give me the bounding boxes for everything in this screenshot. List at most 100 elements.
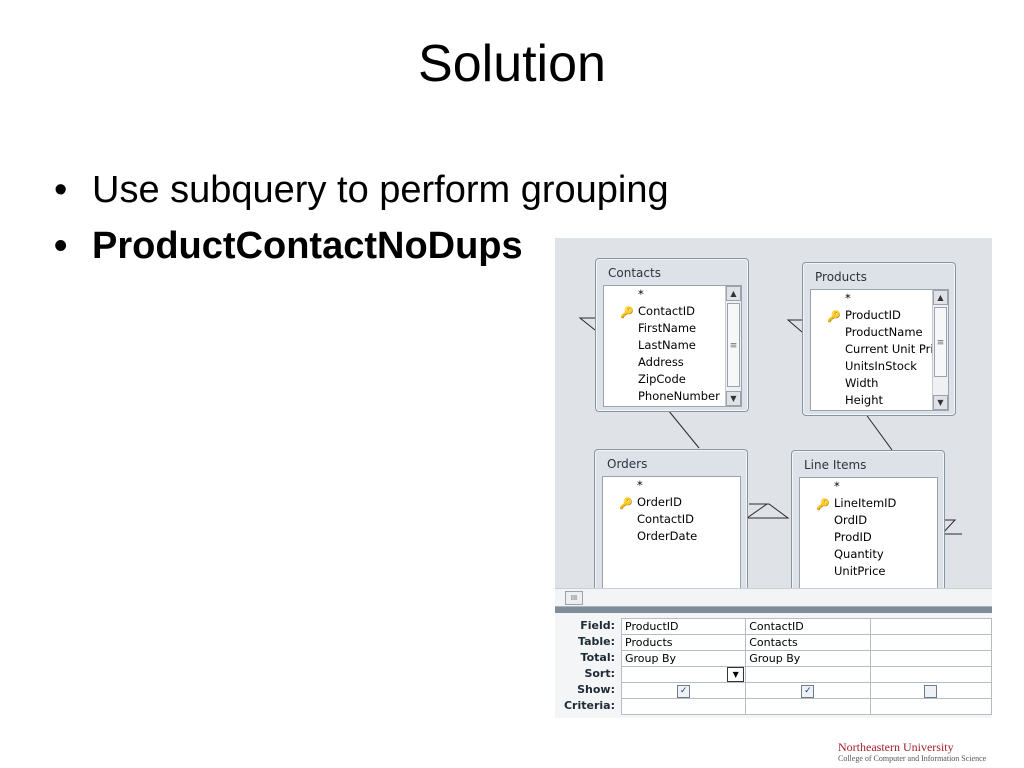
grid-cell-field[interactable]: ProductID xyxy=(620,618,747,635)
field-item[interactable]: * xyxy=(637,478,643,492)
grid-row-table: Products Contacts xyxy=(620,634,992,651)
field-list[interactable]: * 🔑 LineItemID OrdID ProdID Quantity Unit… xyxy=(799,477,938,609)
field-label: ProductID xyxy=(845,308,901,322)
line-items-table[interactable]: Line Items * 🔑LineItemID OrdID ProdID Qu… xyxy=(791,450,945,609)
field-item[interactable]: Address xyxy=(638,355,684,369)
field-item[interactable]: 🔑 ContactID xyxy=(604,303,741,320)
field-item[interactable]: 🔑 ProductID xyxy=(811,307,948,324)
primary-key-icon: 🔑 xyxy=(816,498,830,511)
primary-key-icon: 🔑 xyxy=(620,306,634,319)
field-list[interactable]: * 🔑ContactID FirstName LastName Address … xyxy=(603,285,742,407)
field-item[interactable]: OrdID xyxy=(834,513,868,527)
scroll-thumb[interactable]: ≡ xyxy=(934,307,947,377)
contacts-table[interactable]: Contacts * 🔑 ContactID FirstName LastName… xyxy=(595,258,749,412)
field-item[interactable]: ProdID xyxy=(834,530,872,544)
table-title: Orders xyxy=(607,457,648,471)
show-checkbox[interactable]: ✓ xyxy=(677,684,691,698)
grid-row-field: ProductID ContactID xyxy=(620,618,992,635)
field-item[interactable]: * xyxy=(834,479,840,493)
field-item[interactable]: UnitsInStock xyxy=(845,359,917,373)
row-label-total: Total: xyxy=(580,651,615,664)
grid-cell-sort[interactable] xyxy=(869,666,992,683)
field-list[interactable]: * 🔑 ProductID ProductName Current Unit Pr… xyxy=(810,289,949,411)
field-item[interactable]: Height xyxy=(845,393,884,407)
orders-table[interactable]: Orders * 🔑 OrderID ContactID OrderDate xyxy=(594,449,748,608)
pane-splitter[interactable] xyxy=(555,606,992,613)
grid-row-show: ✓ ✓ xyxy=(620,682,992,699)
row-label-table: Table: xyxy=(577,635,615,648)
row-label-criteria: Criteria: xyxy=(563,699,615,712)
bullet-item: •ProductContactNoDups xyxy=(54,218,669,274)
field-label: OrderID xyxy=(637,495,682,509)
grid-cell-total[interactable]: Group By xyxy=(745,650,871,667)
scroll-down-icon[interactable]: ▼ xyxy=(726,391,741,406)
show-checkbox[interactable] xyxy=(924,684,938,698)
vertical-scrollbar[interactable]: ▲ ≡ ▼ xyxy=(932,290,948,410)
field-item[interactable]: Quantity xyxy=(834,547,884,561)
grid-cell-show[interactable]: ✓ xyxy=(745,682,871,699)
grid-row-total: Group By Group By xyxy=(620,650,992,667)
field-item[interactable]: Width xyxy=(845,376,879,390)
scroll-down-icon[interactable]: ▼ xyxy=(933,395,948,410)
bullet-text: ProductContactNoDups xyxy=(92,225,523,267)
relationship-line xyxy=(786,319,803,333)
field-label: LineItemID xyxy=(834,496,897,510)
field-item[interactable]: * xyxy=(638,287,644,301)
field-item[interactable]: ZipCode xyxy=(638,372,686,386)
field-item[interactable]: FirstName xyxy=(638,321,697,335)
grid-cell-field[interactable]: ContactID xyxy=(745,618,871,635)
field-item[interactable]: PhoneNumber xyxy=(638,389,720,403)
grid-cell-show[interactable]: ✓ xyxy=(620,682,747,699)
grid-row-criteria xyxy=(620,698,992,715)
grid-row-sort: ▼ xyxy=(620,666,992,683)
grid-cell-sort[interactable] xyxy=(745,666,871,683)
field-item[interactable]: UnitPrice xyxy=(834,564,886,578)
bullet-list: •Use subquery to perform grouping •Produ… xyxy=(54,162,669,274)
scroll-thumb[interactable]: ≡ xyxy=(727,303,740,387)
field-item[interactable]: * xyxy=(845,291,851,305)
field-item[interactable]: 🔑 LineItemID xyxy=(800,495,937,512)
relationship-lines xyxy=(578,317,962,535)
field-item[interactable]: 🔑 OrderID xyxy=(603,494,740,511)
field-item[interactable]: LastName xyxy=(638,338,696,352)
grid-cell-criteria[interactable] xyxy=(745,698,871,715)
primary-key-icon: 🔑 xyxy=(619,497,633,510)
horizontal-scrollbar[interactable]: III xyxy=(555,588,992,607)
grid-cell-total[interactable]: Group By xyxy=(620,650,747,667)
grid-cell-table[interactable] xyxy=(869,634,992,651)
show-checkbox[interactable]: ✓ xyxy=(801,684,815,698)
bullet-item: •Use subquery to perform grouping xyxy=(54,162,669,218)
field-item[interactable]: ContactID xyxy=(637,512,694,526)
dropdown-arrow-icon[interactable]: ▼ xyxy=(727,667,745,682)
grid-cell-field[interactable] xyxy=(869,618,992,635)
query-grid-pane: Field: Table: Total: Sort: Show: Criteri… xyxy=(555,613,992,718)
grid-cell-sort[interactable]: ▼ xyxy=(620,666,747,683)
grid-cell-total[interactable] xyxy=(869,650,992,667)
products-table[interactable]: Products * 🔑ProductID ProductName Curren… xyxy=(802,262,956,416)
table-title: Contacts xyxy=(608,266,661,280)
grid-cell-show[interactable] xyxy=(869,682,992,699)
relationship-canvas: Contacts * 🔑 ContactID FirstName LastName… xyxy=(555,238,992,609)
grid-cell-table[interactable]: Products xyxy=(620,634,747,651)
grid-cell-criteria[interactable] xyxy=(620,698,747,715)
primary-key-icon: 🔑 xyxy=(827,310,841,323)
relationship-line xyxy=(745,503,790,519)
bullet-dot: • xyxy=(54,169,68,211)
row-label-sort: Sort: xyxy=(584,667,615,680)
grid-cell-criteria[interactable] xyxy=(869,698,992,715)
vertical-scrollbar[interactable]: ▲ ≡ ▼ xyxy=(725,286,741,406)
scroll-grip-icon[interactable]: III xyxy=(565,591,583,605)
logo-line-2: College of Computer and Information Scie… xyxy=(838,754,987,763)
relationship-line xyxy=(578,317,596,331)
slide-title: Solution xyxy=(418,35,606,93)
field-item[interactable]: OrderDate xyxy=(637,529,698,543)
row-label-field: Field: xyxy=(580,619,615,632)
field-label: ContactID xyxy=(638,304,695,318)
field-list[interactable]: * 🔑 OrderID ContactID OrderDate xyxy=(602,476,741,608)
scroll-up-icon[interactable]: ▲ xyxy=(726,286,741,301)
relationship-line xyxy=(940,519,962,535)
scroll-up-icon[interactable]: ▲ xyxy=(933,290,948,305)
field-item[interactable]: Current Unit Pri xyxy=(845,342,934,356)
grid-cell-table[interactable]: Contacts xyxy=(745,634,871,651)
field-item[interactable]: ProductName xyxy=(845,325,923,339)
